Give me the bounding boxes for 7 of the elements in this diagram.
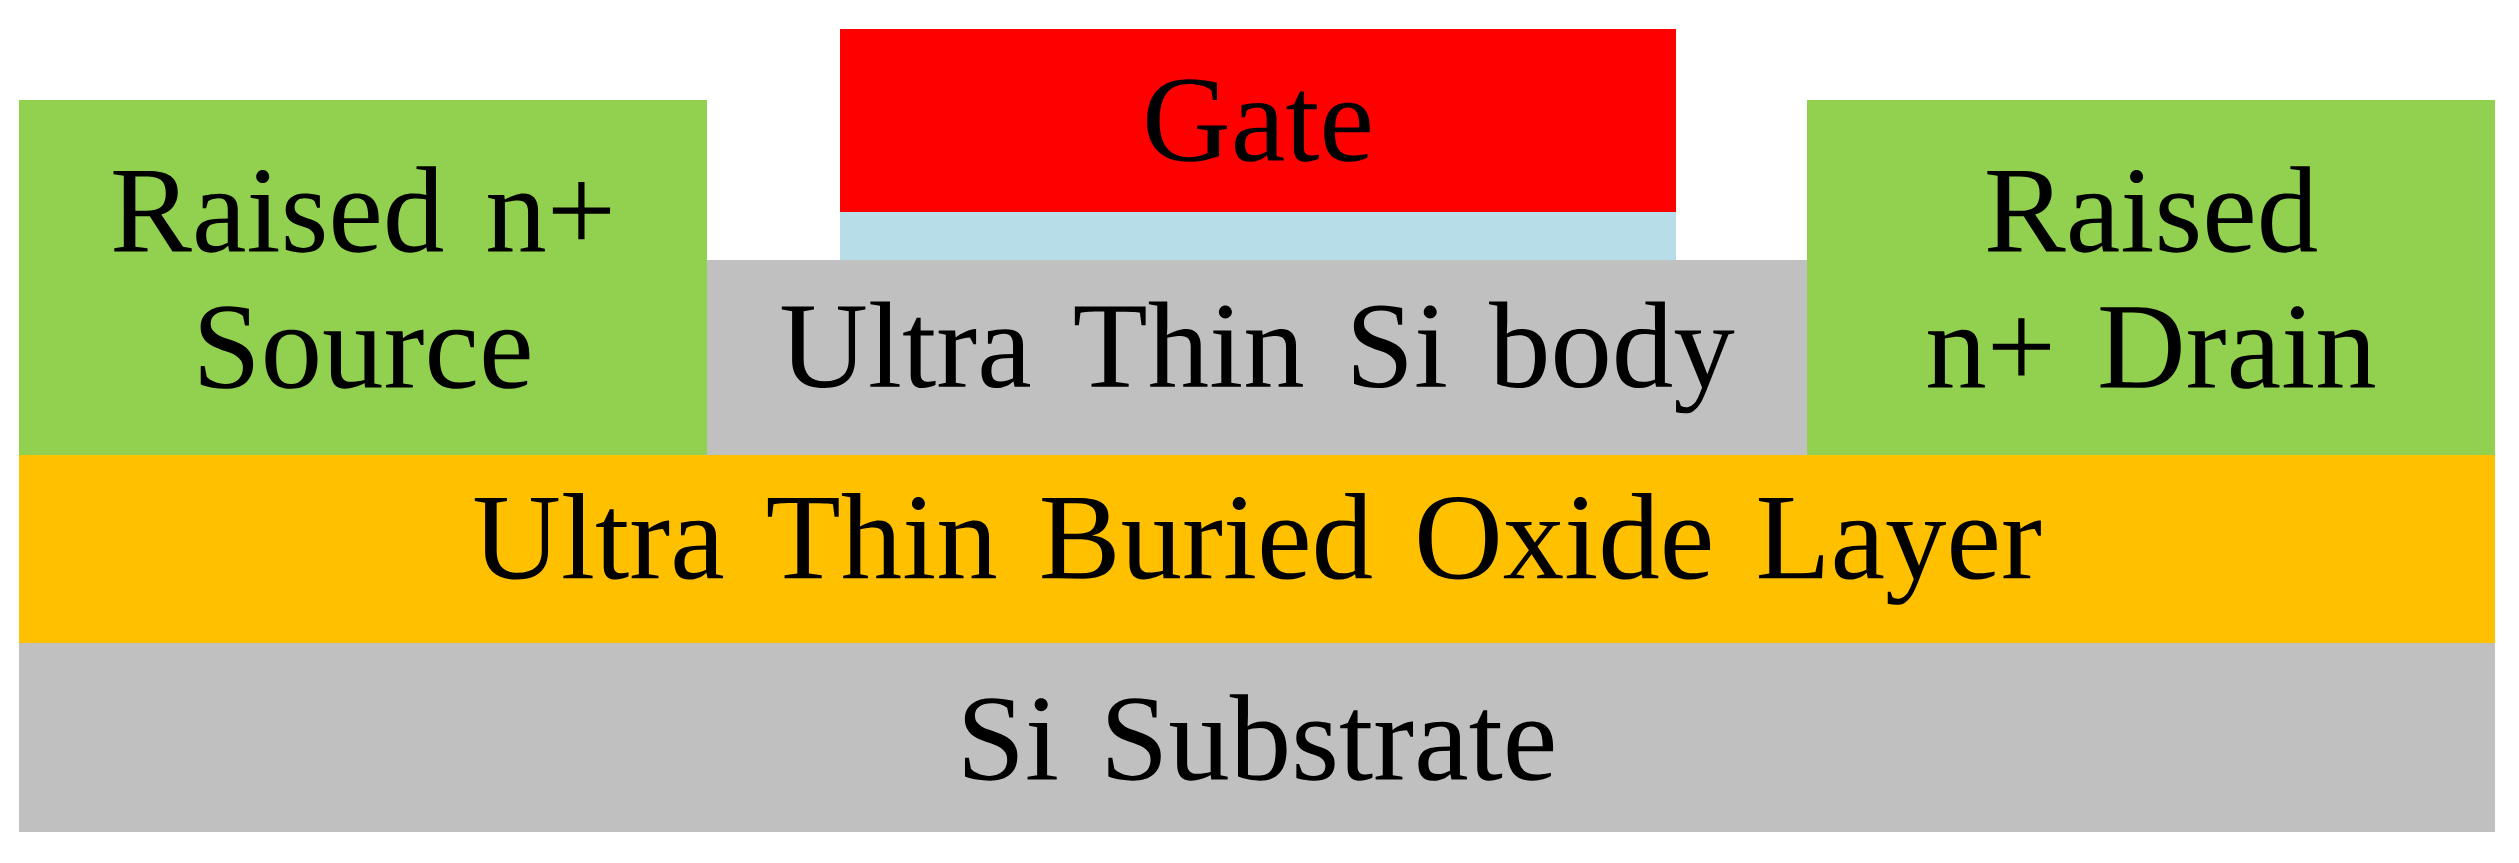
source-region: Raised n+ Source [19,100,707,455]
gate-layer: Gate [840,29,1676,212]
gate-oxide-layer [840,212,1676,260]
substrate-layer: Si Substrate [19,643,2496,832]
drain-region: Raised n+ Drain [1807,100,2496,455]
body-layer: Ultra Thin Si body [707,260,1807,455]
buried-oxide-layer: Ultra Thin Buried Oxide Layer [19,455,2496,643]
